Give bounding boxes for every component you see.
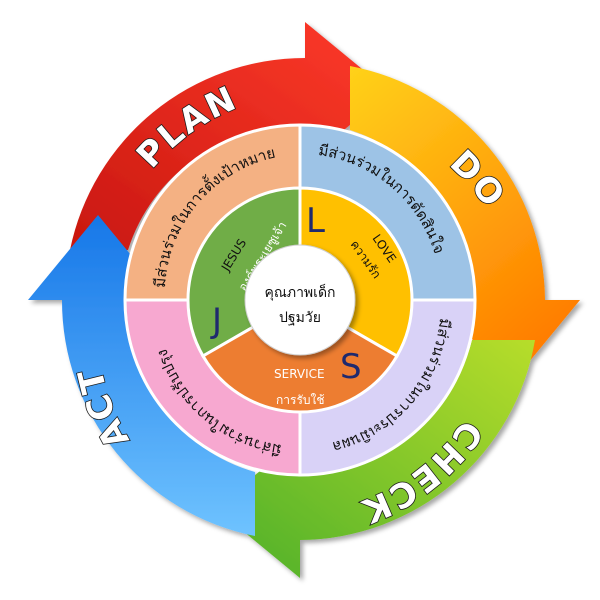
love-letter: L bbox=[306, 201, 325, 241]
service-en: SERVICE bbox=[274, 367, 325, 381]
do-arrow bbox=[350, 66, 580, 385]
jesus-letter: J bbox=[210, 301, 222, 341]
center-line2: ปฐมวัย bbox=[279, 310, 321, 326]
service-letter: S bbox=[340, 347, 362, 387]
core-service bbox=[200, 298, 400, 414]
plan-arrow bbox=[70, 22, 390, 250]
center-line1: คุณภาพเด็ก bbox=[264, 283, 335, 301]
service-th: การรับใช้ bbox=[276, 393, 325, 407]
center-circle bbox=[244, 244, 356, 356]
